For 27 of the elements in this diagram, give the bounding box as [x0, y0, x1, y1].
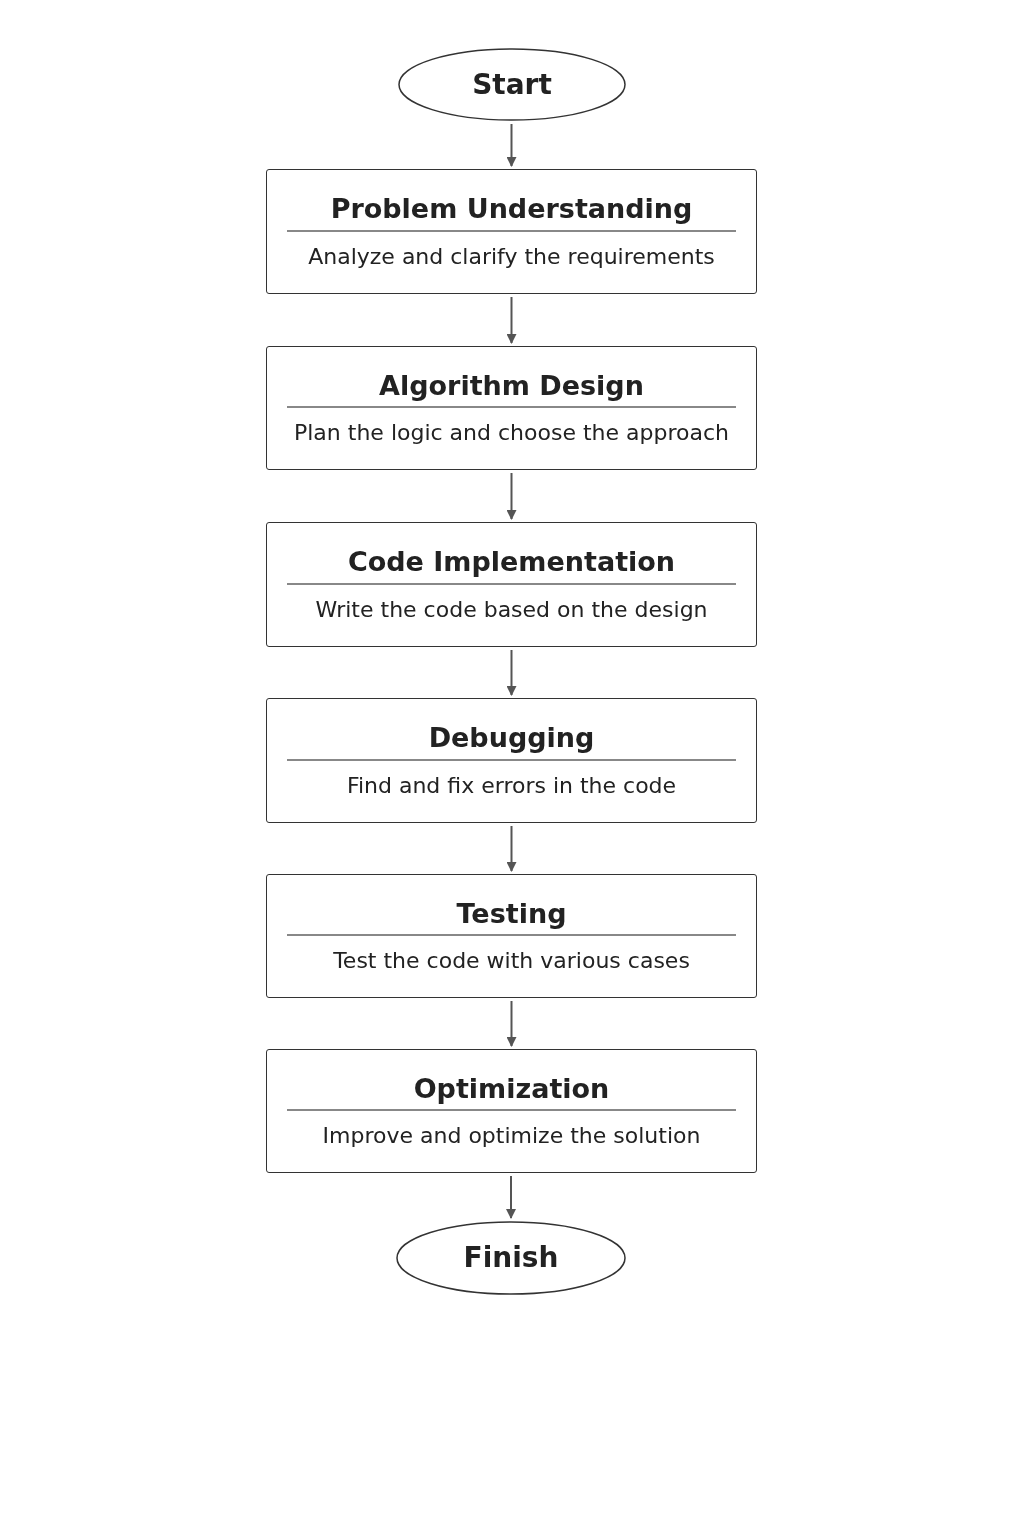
process-box [266, 522, 757, 647]
step-title: Testing [456, 897, 567, 931]
step-title: Code Implementation [347, 546, 676, 580]
arrow [506, 472, 517, 520]
terminal-label: Start [472, 66, 552, 103]
step-title: Debugging [428, 722, 595, 756]
step-description: Improve and optimize the solution [322, 1123, 701, 1150]
arrow [506, 296, 517, 344]
step-description: Plan the logic and choose the approach [294, 420, 729, 447]
process-box [266, 1049, 757, 1173]
process-box [266, 169, 757, 294]
arrow [506, 649, 517, 696]
process-box [266, 346, 757, 470]
step-title: Problem Understanding [330, 193, 693, 227]
step-description: Test the code with various cases [333, 948, 690, 975]
arrow [506, 825, 517, 872]
arrow [506, 1175, 516, 1219]
arrow [506, 1000, 517, 1047]
process-box [266, 874, 757, 998]
step-description: Analyze and clarify the requirements [308, 243, 715, 270]
terminal-label: Finish [463, 1240, 559, 1276]
step-title: Algorithm Design [379, 369, 644, 403]
arrow [506, 123, 517, 167]
step-description: Find and fix errors in the code [346, 772, 677, 799]
process-box [266, 698, 757, 823]
step-description: Write the code based on the design [315, 596, 708, 623]
step-title: Optimization [413, 1072, 610, 1106]
